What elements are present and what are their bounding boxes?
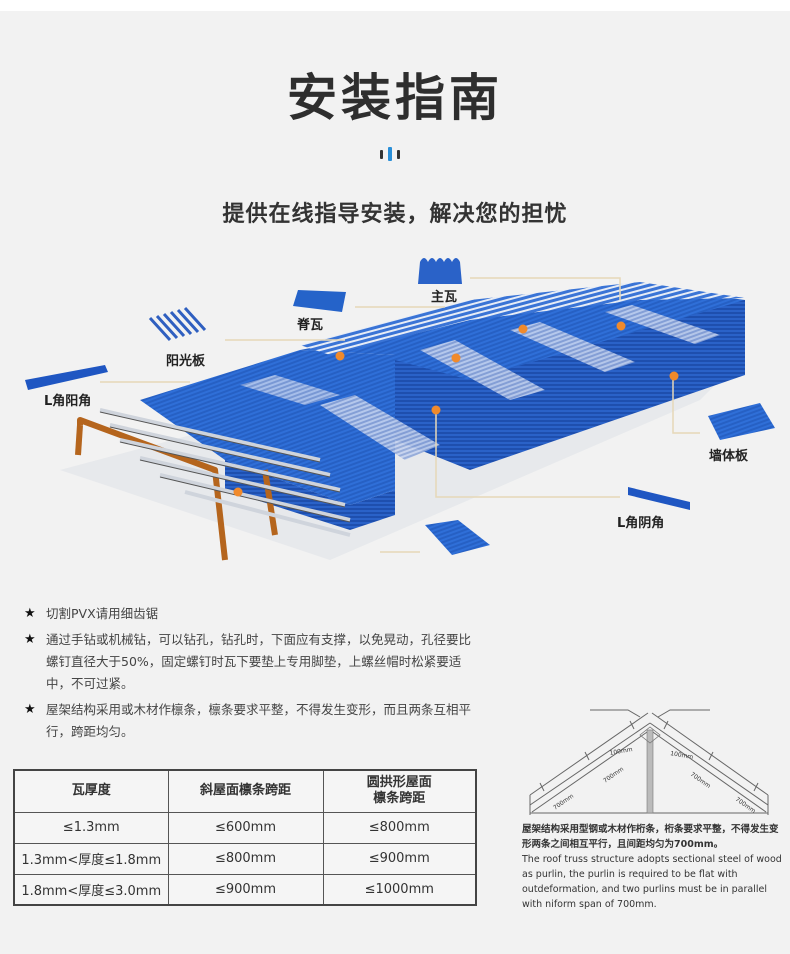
truss-label-purlin-left: 100mm xyxy=(609,746,633,757)
note-text: 切割PVX请用细齿锯 xyxy=(46,606,159,621)
table-row: 1.8mm<厚度≤3.0mm ≤900mm ≤1000mm xyxy=(13,873,477,906)
truss-label-span-right: 700mm xyxy=(689,771,712,790)
roof-illustration xyxy=(25,258,775,561)
label-ridge-tile: 脊瓦 xyxy=(297,318,324,333)
note-item: ★ 通过手钻或机械钻，可以钻孔，钻孔时，下面应有支撑，以免晃动，孔径要比螺钉直径… xyxy=(24,629,474,695)
title-divider-icon xyxy=(380,147,410,161)
table-header-row: 瓦厚度 斜屋面檩条跨距 圆拱形屋面 檩条跨距 xyxy=(13,769,477,813)
truss-caption-en: The roof truss structure adopts sectiona… xyxy=(522,854,782,910)
divider-bar-middle xyxy=(388,147,392,161)
cell-thickness: ≤1.3mm xyxy=(13,811,169,844)
cell-sloped-span: ≤800mm xyxy=(167,842,324,875)
note-text: 屋架结构采用或木材作檩条，檩条要求平整，不得发生变形，而且两条互相平行，跨距均匀… xyxy=(46,702,472,739)
cell-sloped-span: ≤900mm xyxy=(167,873,324,906)
truss-label-span-bottom-right: 700mm xyxy=(734,796,757,815)
header-arched-roof-span: 圆拱形屋面 檩条跨距 xyxy=(322,769,477,813)
label-inner-corner: L角阴角 xyxy=(617,516,665,531)
header-thickness: 瓦厚度 xyxy=(13,769,169,813)
truss-label-purlin-right: 100mm xyxy=(670,750,694,761)
truss-caption-cn: 屋架结构采用型钢或木材作桁条，桁条要求平整，不得发生变形两条之间相互平行，且间距… xyxy=(522,824,779,850)
purlin-span-table: 瓦厚度 斜屋面檩条跨距 圆拱形屋面 檩条跨距 ≤1.3mm ≤600mm ≤80… xyxy=(13,769,477,906)
divider-bar-left xyxy=(380,150,383,159)
cell-sloped-span: ≤600mm xyxy=(167,811,324,844)
header-arched-line1: 圆拱形屋面 xyxy=(366,775,432,791)
roof-exploded-diagram: 主瓦 脊瓦 阳光板 L角阳角 墙体板 L角阴角 xyxy=(0,240,790,580)
roof-truss-diagram: 100mm 100mm 700mm 700mm 700mm 700mm xyxy=(529,709,769,815)
cell-thickness: 1.8mm<厚度≤3.0mm xyxy=(13,873,169,906)
star-icon: ★ xyxy=(24,702,36,717)
label-wall-panel: 墙体板 xyxy=(709,449,749,464)
label-outer-corner: L角阳角 xyxy=(44,394,92,409)
table-row: ≤1.3mm ≤600mm ≤800mm xyxy=(13,811,477,844)
table-row: 1.3mm<厚度≤1.8mm ≤800mm ≤900mm xyxy=(13,842,477,875)
header-sloped-roof-span: 斜屋面檩条跨距 xyxy=(167,769,324,813)
note-item: ★ 切割PVX请用细齿锯 xyxy=(24,603,474,625)
note-text: 通过手钻或机械钻，可以钻孔，钻孔时，下面应有支撑，以免晃动，孔径要比螺钉直径大于… xyxy=(46,632,472,691)
page-title: 安装指南 xyxy=(287,69,503,127)
star-icon: ★ xyxy=(24,632,36,647)
cell-arched-span: ≤900mm xyxy=(322,842,477,875)
truss-caption: 屋架结构采用型钢或木材作桁条，桁条要求平整，不得发生变形两条之间相互平行，且间距… xyxy=(522,822,782,912)
installation-notes: ★ 切割PVX请用细齿锯 ★ 通过手钻或机械钻，可以钻孔，钻孔时，下面应有支撑，… xyxy=(24,603,474,747)
note-item: ★ 屋架结构采用或木材作檩条，檩条要求平整，不得发生变形，而且两条互相平行，跨距… xyxy=(24,699,474,743)
top-strip xyxy=(0,0,790,11)
divider-bar-right xyxy=(397,150,400,159)
cell-arched-span: ≤800mm xyxy=(322,811,477,844)
cell-arched-span: ≤1000mm xyxy=(322,873,477,906)
truss-label-span-left: 700mm xyxy=(602,766,625,785)
header-arched-line2: 檩条跨距 xyxy=(373,791,426,807)
label-skylight-panel: 阳光板 xyxy=(166,354,206,369)
cell-thickness: 1.3mm<厚度≤1.8mm xyxy=(13,842,169,875)
star-icon: ★ xyxy=(24,606,36,621)
main-tile-icon xyxy=(418,258,462,284)
page-subtitle: 提供在线指导安装，解决您的担忧 xyxy=(222,202,568,227)
label-main-tile: 主瓦 xyxy=(431,290,458,305)
